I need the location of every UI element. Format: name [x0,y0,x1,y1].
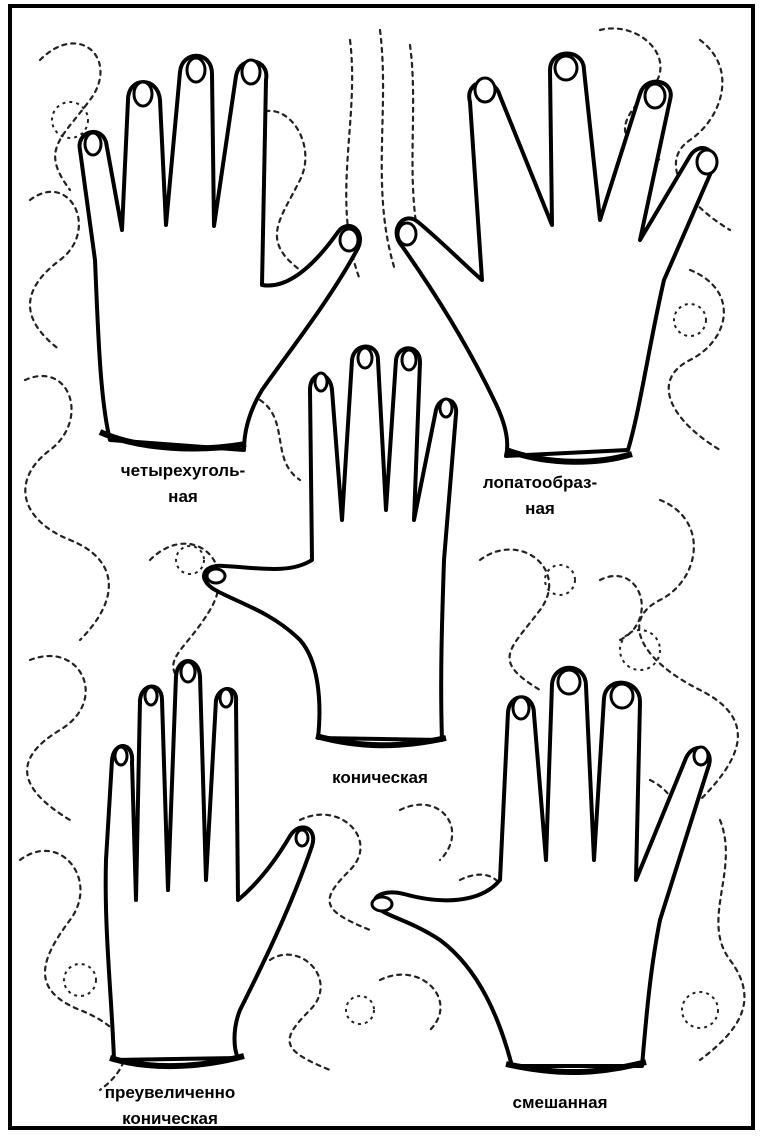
psychic-hand-icon [106,661,314,1066]
label-square-hand: четырехуголь- ная [88,458,278,510]
label-line: коническая [300,765,460,791]
label-conic-hand: коническая [300,765,460,791]
label-line: коническая [70,1106,270,1132]
label-line: четырехуголь- [88,458,278,484]
label-spatulate-hand: лопатообраз- ная [455,470,625,522]
label-line: смешанная [470,1090,650,1116]
label-line: ная [88,484,278,510]
label-mixed-hand: смешанная [470,1090,650,1116]
label-psychic-hand: преувеличенно коническая [70,1080,270,1132]
label-line: лопатообраз- [455,470,625,496]
label-line: ная [455,496,625,522]
label-line: преувеличенно [70,1080,270,1106]
